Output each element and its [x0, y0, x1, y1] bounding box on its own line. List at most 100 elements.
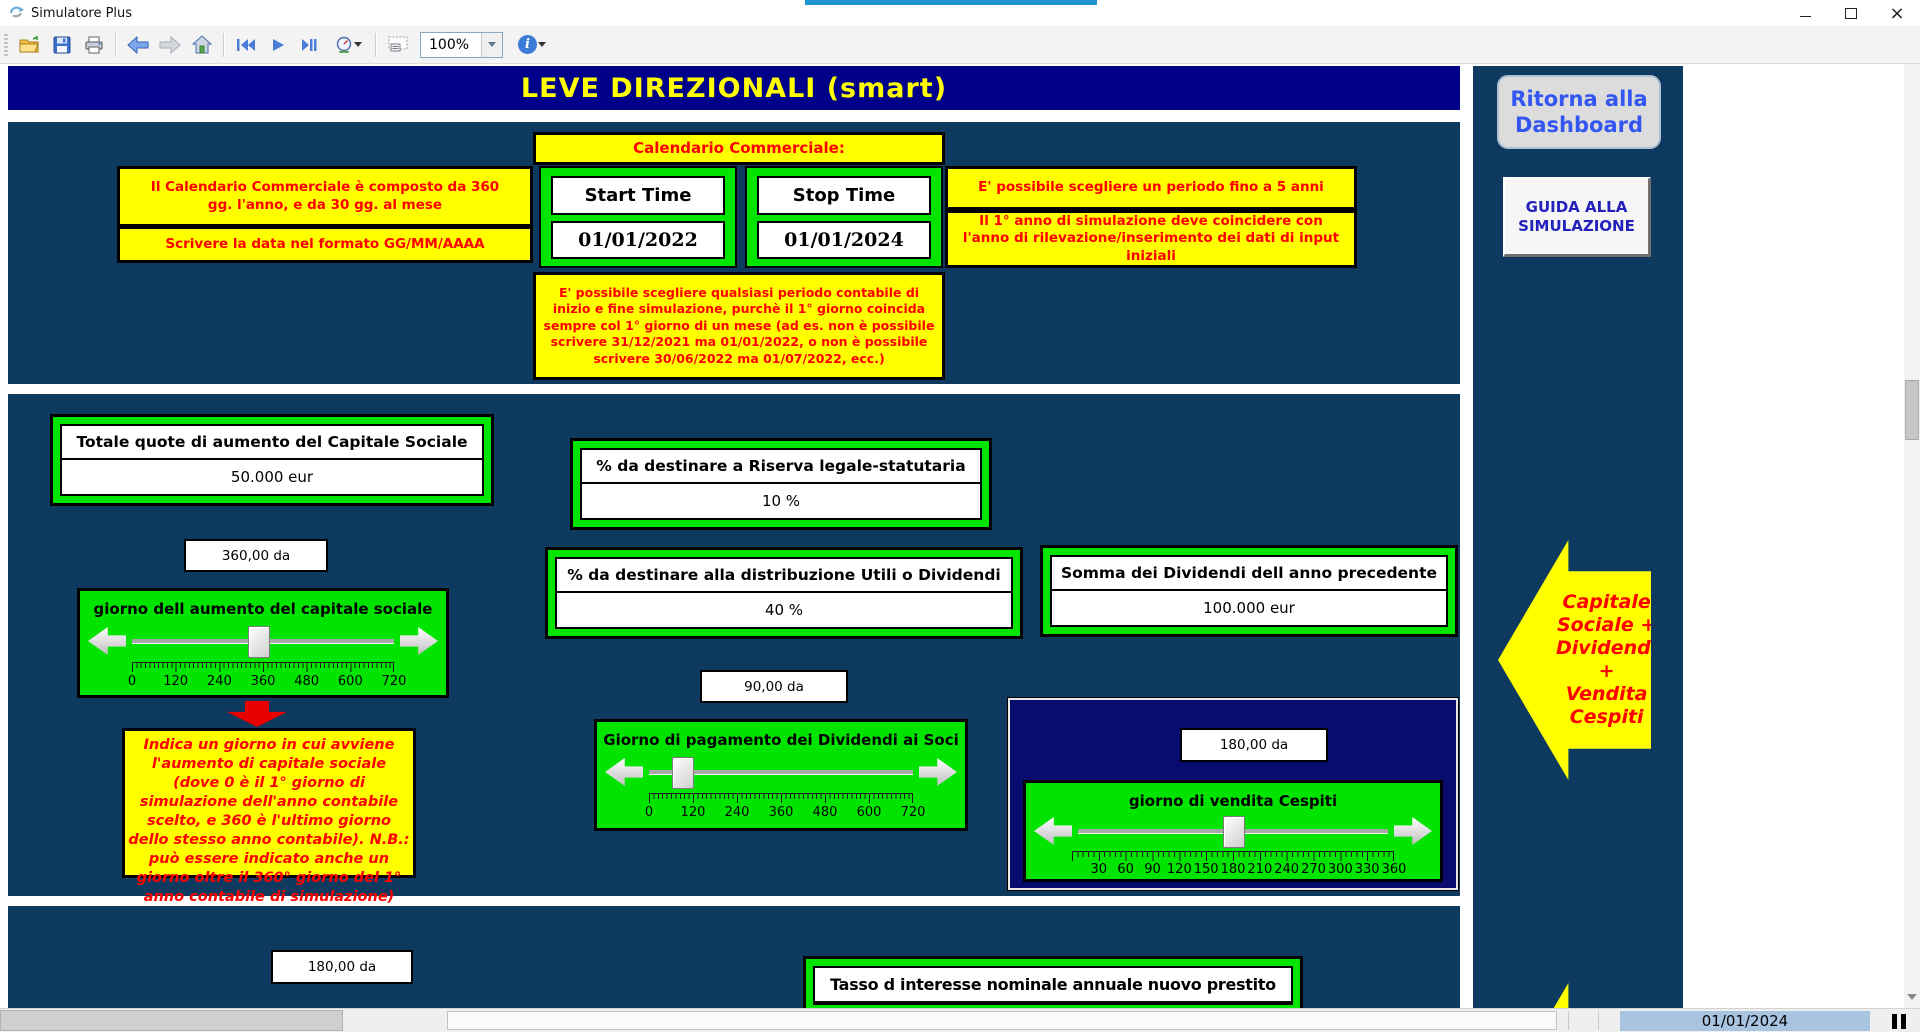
tick-label: 120: [163, 674, 189, 689]
speed-button[interactable]: [328, 31, 368, 59]
cespiti-subpanel: 180,00 da giorno di vendita Cespiti 30 6…: [1007, 697, 1459, 891]
tick-label: 330: [1354, 862, 1380, 877]
capitale-slider-ruler: [132, 662, 394, 672]
riserva-title: % da destinare a Riserva legale-statutar…: [582, 450, 980, 484]
toolbar-grip[interactable]: [4, 33, 8, 56]
horizontal-scrollbar-thumb[interactable]: [0, 1010, 343, 1031]
utili-slider-tick-labels: 0 120 240 360 480 600 720: [645, 805, 926, 823]
tick-label: 600: [856, 805, 882, 820]
tick-label: 720: [381, 674, 407, 689]
somma-value[interactable]: 100.000 eur: [1203, 599, 1295, 617]
stop-time-value[interactable]: 01/01/2024: [757, 221, 931, 259]
go-first-button[interactable]: [232, 31, 260, 59]
utili-slider-track[interactable]: [649, 757, 913, 789]
save-button[interactable]: [48, 31, 76, 59]
maximize-button[interactable]: [1828, 0, 1874, 26]
capitale-slider-thumb[interactable]: [247, 626, 270, 658]
minimize-button[interactable]: [1782, 0, 1828, 26]
stop-time-label: Stop Time: [757, 176, 931, 215]
play-button[interactable]: [264, 31, 292, 59]
simulation-guide-button[interactable]: GUIDA ALLA SIMULAZIONE: [1503, 177, 1651, 257]
start-time-value[interactable]: 01/01/2022: [551, 221, 725, 259]
somma-title: Somma dei Dividendi dell anno precedente: [1052, 557, 1446, 591]
go-last-button[interactable]: [296, 31, 324, 59]
tick-label: 90: [1144, 862, 1161, 877]
cespiti-slider-right-button[interactable]: [1394, 817, 1432, 845]
cespiti-slider: giorno di vendita Cespiti 30 60 90 120: [1023, 780, 1443, 882]
app-logo-icon: [8, 3, 24, 23]
cespiti-slider-tick-labels: 30 60 90 120 150 180 210 240 270 300 330…: [1072, 862, 1407, 880]
minimize-icon: [1799, 15, 1811, 17]
close-icon: ×: [1889, 2, 1905, 24]
statusbar-separator: [1598, 1011, 1599, 1030]
utili-value[interactable]: 40 %: [764, 601, 804, 619]
utili-slider-thumb[interactable]: [672, 757, 694, 789]
capitale-slider-right-button[interactable]: [400, 627, 438, 655]
cespiti-slider-thumb[interactable]: [1223, 816, 1245, 848]
capitale-slider-title: giorno dell aumento del capitale sociale: [93, 600, 433, 618]
arrow-right-icon: [919, 758, 957, 786]
tick-label: 0: [644, 805, 654, 820]
print-button[interactable]: [80, 31, 108, 59]
toolbar-separator: [375, 32, 377, 57]
open-button[interactable]: [16, 31, 44, 59]
horizontal-scrollbar-track[interactable]: [447, 1011, 1557, 1030]
capitale-slider-left-button[interactable]: [88, 627, 126, 655]
tick-label: 30: [1090, 862, 1108, 877]
pause-button[interactable]: [1886, 1012, 1912, 1030]
riserva-box: % da destinare a Riserva legale-statutar…: [570, 438, 992, 530]
calendar-panel: Calendario Commerciale: Il Calendario Co…: [8, 122, 1460, 384]
back-button[interactable]: [124, 31, 152, 59]
capitale-slider-track[interactable]: [132, 626, 394, 658]
capitale-note: Indica un giorno in cui avviene l'aument…: [122, 728, 416, 905]
tick-label: 360: [250, 674, 276, 689]
tick-label: 180: [1220, 862, 1246, 877]
open-folder-icon: [19, 35, 39, 52]
arrow-left-icon: [1034, 817, 1072, 845]
cespiti-day-field[interactable]: 180,00 da: [1180, 728, 1328, 762]
capitale-slider-tick-labels: 0 120 240 360 480 600 720: [128, 674, 407, 692]
report-button[interactable]: [384, 31, 412, 59]
forward-arrow-icon: [159, 35, 181, 54]
forward-button[interactable]: [156, 31, 184, 59]
info-dropdown-icon: [538, 42, 546, 47]
maximize-icon: [1845, 7, 1857, 19]
utili-slider-left-button[interactable]: [605, 758, 643, 786]
form-workspace: LEVE DIREZIONALI (smart) Calendario Comm…: [0, 64, 1920, 1008]
home-button[interactable]: [188, 31, 216, 59]
tick-label: 240: [724, 805, 750, 820]
gauge-icon: [336, 36, 351, 53]
tick-label: 60: [1117, 862, 1134, 877]
pause-icon: [1901, 1013, 1906, 1029]
riserva-value[interactable]: 10 %: [761, 492, 801, 510]
cespiti-slider-track[interactable]: [1078, 816, 1388, 848]
calendar-header: Calendario Commerciale:: [533, 132, 945, 165]
home-icon: [192, 35, 212, 54]
close-button[interactable]: ×: [1874, 0, 1920, 26]
scroll-down-button[interactable]: [1904, 988, 1920, 1006]
tick-label: 480: [812, 805, 838, 820]
somma-box: Somma dei Dividendi dell anno precedente…: [1040, 545, 1458, 637]
zoom-dropdown-button[interactable]: [481, 32, 502, 57]
tick-label: 480: [294, 674, 320, 689]
left-arrow-shape: Capitale Sociale + Dividendi + Vendita C…: [1498, 540, 1651, 780]
cespiti-slider-left-button[interactable]: [1034, 817, 1072, 845]
capitale-value[interactable]: 50.000 eur: [230, 468, 314, 486]
capitale-day-field[interactable]: 360,00 da: [184, 539, 328, 572]
arrow-right-icon: [400, 627, 438, 655]
vertical-scrollbar-thumb[interactable]: [1905, 380, 1919, 440]
top-accent-strip: [805, 0, 1097, 5]
info-button[interactable]: i: [511, 31, 553, 59]
sidebar-panel: Ritorna alla Dashboard GUIDA ALLA SIMULA…: [1473, 66, 1683, 1008]
return-dashboard-button[interactable]: Ritorna alla Dashboard: [1497, 75, 1661, 149]
utili-day-field[interactable]: 90,00 da: [700, 670, 848, 703]
zoom-select[interactable]: 100%: [420, 31, 503, 58]
vertical-scrollbar[interactable]: [1904, 64, 1920, 1008]
capitale-title: Totale quote di aumento del Capitale Soc…: [62, 426, 482, 460]
play-icon: [273, 38, 284, 51]
calendar-note-left-1: Il Calendario Commerciale è composto da …: [117, 166, 533, 227]
utili-slider-right-button[interactable]: [919, 758, 957, 786]
utili-slider: Giorno di pagamento dei Dividendi ai Soc…: [594, 719, 968, 831]
prestito-day-field[interactable]: 180,00 da: [271, 950, 413, 984]
